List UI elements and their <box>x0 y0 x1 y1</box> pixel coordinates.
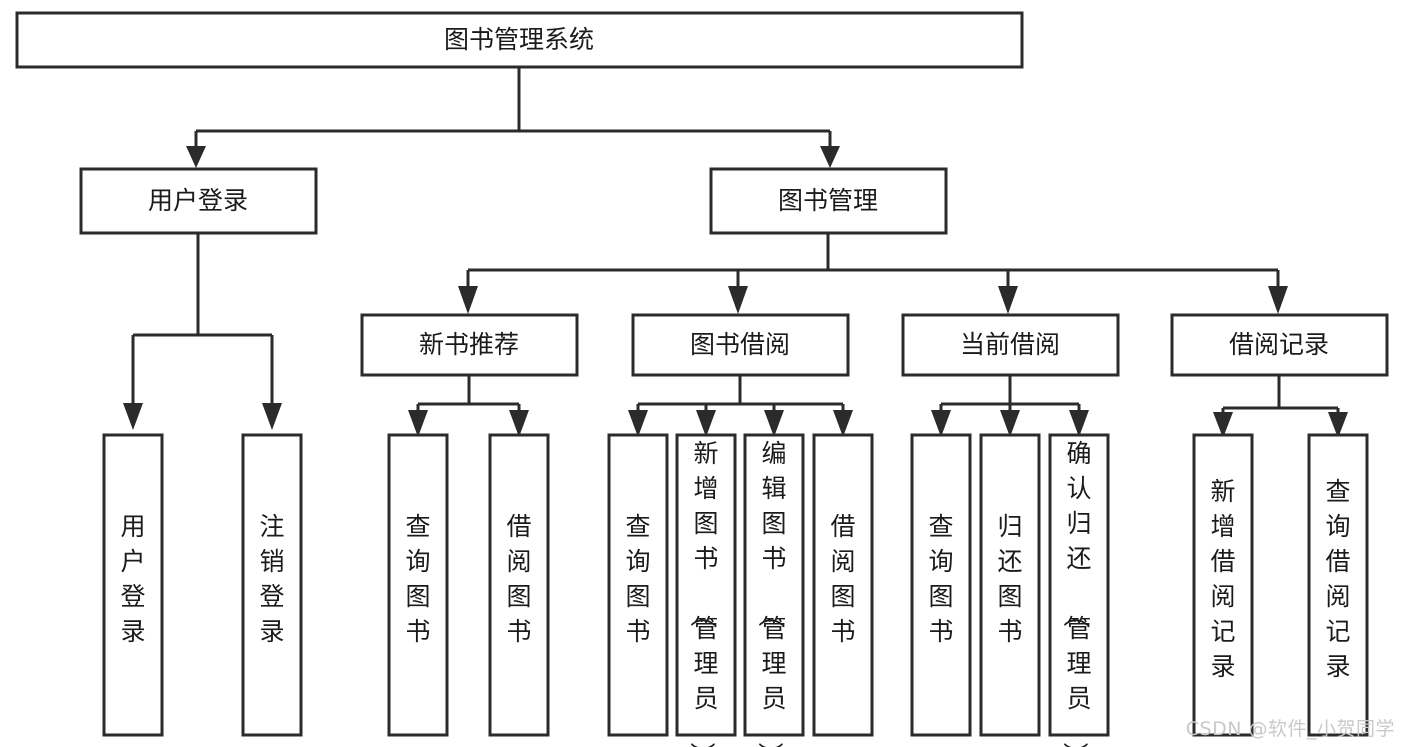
leaf-user-login[interactable]: 用户登录 <box>102 433 164 737</box>
arrowhead-cb-confirm-return <box>1069 410 1089 437</box>
leaf-cb-confirm-return-label: 确认归还（管理员） <box>1060 439 1091 747</box>
arrowhead-nb-query-book <box>408 410 428 437</box>
leaf-bb-borrow-book[interactable]: 借阅图书 <box>812 433 874 737</box>
leaf-nb-query-book[interactable]: 查询图书 <box>387 433 449 737</box>
leaf-nb-query-book-box[interactable] <box>387 433 449 737</box>
leaf-br-query-record-label: 查询借阅记录 <box>1325 477 1350 681</box>
leaf-bb-query-book-label: 查询图书 <box>625 512 650 646</box>
leaf-cb-return-book[interactable]: 归还图书 <box>979 433 1041 737</box>
leaf-nb-borrow-book[interactable]: 借阅图书 <box>488 433 550 737</box>
node-borrow-record-label: 借阅记录 <box>1229 330 1329 359</box>
leaf-bb-borrow-book-box[interactable] <box>812 433 874 737</box>
leaf-br-add-record-label: 新增借阅记录 <box>1210 477 1235 681</box>
leaf-bb-query-book[interactable]: 查询图书 <box>607 433 669 737</box>
leaf-nb-borrow-book-label: 借阅图书 <box>506 512 531 646</box>
leaf-bb-edit-book[interactable]: 编辑图书（管理员） <box>743 433 805 747</box>
leaf-bb-add-book[interactable]: 新增图书（管理员） <box>675 433 737 747</box>
leaf-br-query-record[interactable]: 查询借阅记录 <box>1307 433 1369 737</box>
node-borrow-record[interactable]: 借阅记录 <box>1170 313 1389 377</box>
node-root-system[interactable]: 图书管理系统 <box>15 11 1024 69</box>
leaf-br-add-record[interactable]: 新增借阅记录 <box>1192 433 1254 737</box>
node-new-book-recommend-box[interactable] <box>360 313 579 377</box>
leaf-bb-query-book-box[interactable] <box>607 433 669 737</box>
leaf-bb-add-book-box[interactable] <box>675 433 737 737</box>
leaf-bb-edit-book-box[interactable] <box>743 433 805 737</box>
arrowhead-br-query-record <box>1328 412 1348 438</box>
arrowhead-user-login <box>186 146 206 168</box>
arrowhead-nb-borrow-book <box>509 410 529 437</box>
leaf-nb-borrow-book-box[interactable] <box>488 433 550 737</box>
arrowhead-br-add-record <box>1213 412 1233 438</box>
leaf-bb-add-book-label: 新增图书（管理员） <box>687 439 718 747</box>
node-new-book-recommend[interactable]: 新书推荐 <box>360 313 579 377</box>
leaf-cb-confirm-return[interactable]: 确认归还（管理员） <box>1048 433 1110 747</box>
node-book-borrow-box[interactable] <box>631 313 850 377</box>
node-book-manage-box[interactable] <box>709 167 948 235</box>
leaf-cb-confirm-return-box[interactable] <box>1048 433 1110 737</box>
arrowhead-new-book <box>458 286 478 314</box>
connector-layer <box>123 67 1348 438</box>
node-borrow-record-box[interactable] <box>1170 313 1389 377</box>
leaf-cb-query-book-box[interactable] <box>910 433 972 737</box>
node-current-borrow[interactable]: 当前借阅 <box>901 313 1120 377</box>
node-current-borrow-label: 当前借阅 <box>960 330 1060 359</box>
node-book-borrow[interactable]: 图书借阅 <box>631 313 850 377</box>
leaf-br-add-record-box[interactable] <box>1192 433 1254 737</box>
arrowhead-leaf-user-login <box>123 403 143 430</box>
node-new-book-recommend-label: 新书推荐 <box>419 330 519 359</box>
leaf-cb-return-book-box[interactable] <box>979 433 1041 737</box>
node-current-borrow-box[interactable] <box>901 313 1120 377</box>
node-book-manage-label: 图书管理 <box>778 186 878 215</box>
arrowhead-bb-query-book <box>628 410 648 437</box>
leaf-br-query-record-box[interactable] <box>1307 433 1369 737</box>
arrowhead-bb-edit-book <box>764 410 784 437</box>
leaf-logout[interactable]: 注销登录 <box>241 433 303 737</box>
leaf-cb-query-book-label: 查询图书 <box>928 512 953 646</box>
node-root-box[interactable] <box>15 11 1024 69</box>
node-root-label: 图书管理系统 <box>444 25 594 54</box>
arrowhead-cb-return-book <box>1000 410 1020 437</box>
arrowhead-bb-borrow-book <box>833 410 853 437</box>
arrowhead-leaf-logout <box>262 403 282 430</box>
leaf-cb-return-book-label: 归还图书 <box>997 512 1022 646</box>
arrowhead-current-borrow <box>998 286 1018 314</box>
leaf-user-login-box[interactable] <box>102 433 164 737</box>
leaf-nb-query-book-label: 查询图书 <box>405 512 430 646</box>
arrowhead-bb-add-book <box>696 410 716 437</box>
leaf-cb-query-book[interactable]: 查询图书 <box>910 433 972 737</box>
arrowhead-book-manage <box>820 146 840 168</box>
arrowhead-cb-query-book <box>931 410 951 437</box>
node-user-login-box[interactable] <box>79 167 318 235</box>
leaf-logout-label: 注销登录 <box>259 512 284 646</box>
node-user-login-label: 用户登录 <box>148 186 248 215</box>
arrowhead-book-borrow <box>728 286 748 314</box>
leaf-logout-box[interactable] <box>241 433 303 737</box>
node-book-manage[interactable]: 图书管理 <box>709 167 948 235</box>
leaf-user-login-label: 用户登录 <box>120 512 145 646</box>
leaf-bb-edit-book-label: 编辑图书（管理员） <box>755 439 786 747</box>
leaf-bb-borrow-book-label: 借阅图书 <box>830 512 855 646</box>
arrowhead-borrow-record <box>1268 286 1288 314</box>
node-book-borrow-label: 图书借阅 <box>690 330 790 359</box>
node-user-login[interactable]: 用户登录 <box>79 167 318 235</box>
